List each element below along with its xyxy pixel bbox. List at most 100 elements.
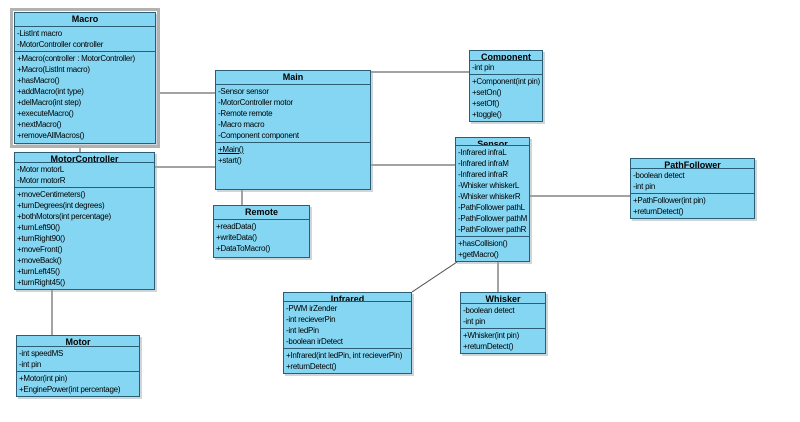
method-row: +Infrared(int ledPin, int recieverPin) (286, 351, 403, 360)
class-attributes: -PWM irZender -int recieverPin -int ledPin… (284, 302, 411, 349)
class-methods: +PathFollower(int pin)+returnDetect() (631, 194, 754, 218)
class-box-motor[interactable]: Motor -int speedMS -int pin +Motor(int pin)… (16, 335, 140, 397)
method-row: +turnLeft45() (17, 267, 60, 276)
class-attributes: -Infrared infraL-Infrared infraM-Infrare… (456, 146, 529, 237)
attribute-row: -Macro macro (218, 120, 265, 129)
method-row: +returnDetect() (286, 362, 337, 371)
attribute-row: -Whisker whiskerR (458, 192, 521, 201)
method-row: +Macro(controller : MotorController) (17, 54, 135, 63)
class-box-whisker[interactable]: Whisker -boolean detect -int pin +Whisker(i… (460, 292, 546, 354)
class-box-sensor[interactable]: Sensor-Infrared infraL-Infrared infraM-I… (455, 137, 530, 262)
class-title: Whisker (461, 293, 545, 304)
attribute-row: -boolean detect (463, 306, 515, 315)
connector-sensor-infrared[interactable] (411, 261, 458, 293)
attribute-row: -ListInt macro (17, 29, 62, 38)
method-row: +turnDegrees(int degrees) (17, 201, 105, 210)
class-methods: +Whisker(int pin) +returnDetect() (461, 329, 545, 353)
class-title: MotorController (15, 153, 154, 163)
method-row: +bothMotors(int percentage) (17, 212, 111, 221)
class-attributes: -Motor motorL -Motor motorR (15, 163, 154, 188)
attribute-row: -Whisker whiskerL (458, 181, 520, 190)
attribute-row: -Motor motorL (17, 165, 64, 174)
class-title: Motor (17, 336, 139, 347)
method-row: +turnRight45() (17, 278, 65, 287)
method-row: +writeData() (216, 233, 257, 242)
class-methods: +readData() +writeData() +DataToMacro() (214, 220, 309, 257)
method-row: +hasMacro() (17, 76, 60, 85)
class-attributes: -boolean detect -int pin (461, 304, 545, 329)
class-box-main[interactable]: Main -Sensor sensor -MotorController motor… (215, 70, 371, 190)
class-methods: +Macro(controller : MotorController) +Mac… (15, 52, 155, 143)
class-box-motorcontroller[interactable]: MotorController-Motor motorL-Motor motor… (14, 152, 155, 290)
attribute-row: -MotorController motor (218, 98, 293, 107)
class-title: Macro (15, 13, 155, 27)
class-box-pathfollower[interactable]: PathFollower -boolean detect -int pin +Path… (630, 158, 755, 219)
attribute-row: -int speedMS (19, 349, 64, 358)
attribute-row: -Sensor sensor (218, 87, 269, 96)
method-row: +moveFront() (17, 245, 63, 254)
attribute-row: -int pin (19, 360, 42, 369)
class-methods: +hasCollision() +getMacro() (456, 237, 529, 261)
attribute-row: -int pin (463, 317, 486, 326)
method-row: +Motor(int pin) (19, 374, 68, 383)
method-row: +executeMacro() (17, 109, 74, 118)
attribute-row: -Motor motorR (17, 176, 66, 185)
method-row: +start() (218, 156, 242, 165)
method-row: +moveCentimeters() (17, 190, 86, 199)
class-box-macro[interactable]: Macro -ListInt macro -MotorController cont… (10, 8, 160, 148)
class-methods: +Infrared(int ledPin, int recieverPin) +r… (284, 349, 411, 373)
attribute-row: -int recieverPin (286, 315, 336, 324)
class-attributes: -ListInt macro -MotorController controlle… (15, 27, 155, 52)
class-title: Main (216, 71, 370, 85)
attribute-row: -boolean irDetect (286, 337, 343, 346)
class-box-remote[interactable]: Remote +readData() +writeData() +DataToMacr… (213, 205, 310, 258)
method-row: +turnRight90() (17, 234, 65, 243)
method-row: +EnginePower(int percentage) (19, 385, 121, 394)
method-row: +DataToMacro() (216, 244, 271, 253)
method-row: +Whisker(int pin) (463, 331, 519, 340)
class-attributes: -Sensor sensor -MotorController motor -Rem… (216, 85, 370, 143)
method-row: +hasCollision() (458, 239, 508, 248)
class-title: Remote (214, 206, 309, 220)
class-methods: +Motor(int pin) +EnginePower(int percenta… (17, 372, 139, 396)
method-row: +addMacro(int type) (17, 87, 84, 96)
attribute-row: -PathFollower pathL (458, 203, 525, 212)
attribute-row: -PathFollower pathR (458, 225, 527, 234)
attribute-row: -boolean detect (633, 171, 685, 180)
class-title: Sensor (456, 138, 529, 146)
class-box-component[interactable]: Component -int pin +Component(int pin)+set… (469, 50, 543, 122)
method-row: +toggle() (472, 110, 502, 119)
method-row: +setOf() (472, 99, 500, 108)
attribute-row: -Infrared infraR (458, 170, 508, 179)
class-title: PathFollower (631, 159, 754, 169)
class-methods: +moveCentimeters() +turnDegrees(int degre… (15, 188, 154, 289)
method-row: +removeAllMacros() (17, 131, 85, 140)
attribute-row: -Infrared infraM (458, 159, 509, 168)
class-attributes: -boolean detect -int pin (631, 169, 754, 194)
class-title: Infrared (284, 293, 411, 302)
class-attributes: -int speedMS -int pin (17, 347, 139, 372)
method-row: +Macro(ListInt macro) (17, 65, 90, 74)
class-title: Component (470, 51, 542, 61)
method-row: +moveBack() (17, 256, 62, 265)
method-row: +returnDetect() (463, 342, 514, 351)
class-methods: +Main()+start() (216, 143, 370, 189)
attribute-row: -PathFollower pathM (458, 214, 528, 223)
attribute-row: -Remote remote (218, 109, 273, 118)
method-row: +readData() (216, 222, 257, 231)
attribute-row: -PWM irZender (286, 304, 337, 313)
method-row: +nextMacro() (17, 120, 62, 129)
attribute-row: -Component component (218, 131, 299, 140)
attribute-row: -int pin (472, 63, 495, 72)
attribute-row: -int ledPin (286, 326, 319, 335)
method-row: +delMacro(int step) (17, 98, 81, 107)
class-methods: +Component(int pin)+setOn()+setOf()+togg… (470, 75, 542, 121)
method-row: +turnLeft90() (17, 223, 60, 232)
method-row: +getMacro() (458, 250, 499, 259)
method-row: +returnDetect() (633, 207, 684, 216)
class-box-infrared[interactable]: Infrared -PWM irZender -int recieverPin -in… (283, 292, 412, 374)
attribute-row: -int pin (633, 182, 656, 191)
attribute-row: -MotorController controller (17, 40, 104, 49)
